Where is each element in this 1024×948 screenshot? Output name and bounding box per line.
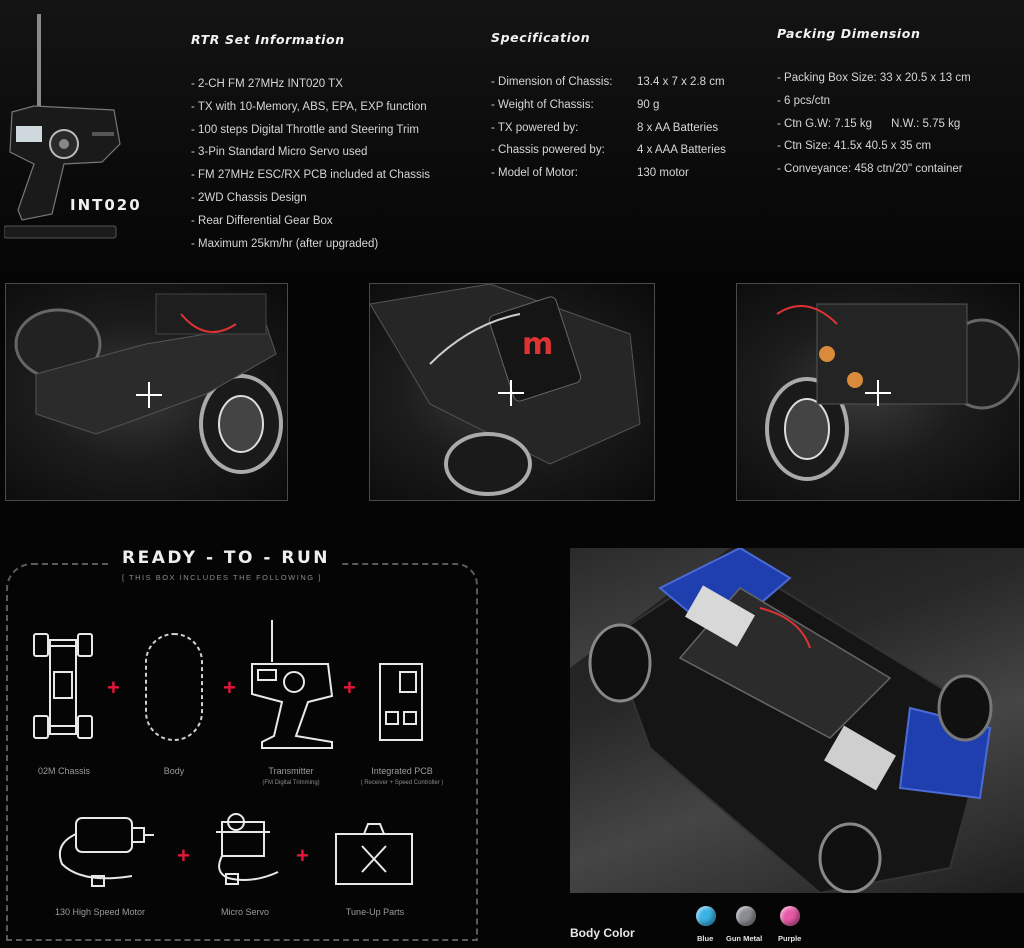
servo-label: Micro Servo [220,907,269,917]
packing-title: Packing Dimension [777,26,921,41]
list-item: - FM 27MHz ESC/RX PCB included at Chassi… [191,169,431,182]
rtr-set-information: RTR Set Information - 2-CH FM 27MHz INT0… [191,32,430,255]
color-label-purple: Purple [778,934,802,943]
zoom-cross-icon [865,380,891,406]
list-item: - 2-CH FM 27MHz INT020 TX [191,78,343,90]
transmitter-sublabel: (FM Digital Trimming) [262,780,320,786]
chassis-label: 02M Chassis [37,766,91,776]
spec-key: - Dimension of Chassis: [491,76,613,88]
transmitter-outline-icon [248,618,334,750]
packing-row: - Ctn G.W: 7.15 kg N.W.: 5.75 kg [777,117,961,130]
pcb-label: Integrated PCB [371,766,433,776]
transmitter-image [4,14,124,244]
spec-value: 90 g [637,98,660,111]
packing-row: - Ctn Size: 41.5x 40.5 x 35 cm [777,140,932,153]
list-item: - TX with 10-Memory, ABS, EPA, EXP funct… [191,100,427,113]
plus-icon: + [343,675,356,700]
packing-row: - Conveyance: 458 ctn/20" container [777,163,963,176]
transmitter-brand: INT020 [70,196,142,214]
plus-icon: + [177,843,190,868]
chassis-photo-detail: m [369,283,655,501]
list-item: - 3-Pin Standard Micro Servo used [191,146,368,159]
body-label: Body [163,766,185,776]
color-label-gun-metal: Gun Metal [726,934,763,943]
plus-icon: + [296,843,309,868]
spec-row: - Model of Motor: 130 motor [491,162,726,185]
spec-row: - Dimension of Chassis: 13.4 x 7 x 2.8 cm [491,71,726,94]
spec-value: 130 motor [637,167,689,180]
motor-label: 130 High Speed Motor [54,907,146,917]
zoom-cross-icon [498,380,524,406]
packing-row: - Packing Box Size: 33 x 20.5 x 13 cm [777,72,971,84]
pcb-outline-icon [378,662,424,742]
color-swatch-purple[interactable] [780,906,800,926]
specification-title: Specification [491,30,591,45]
transmitter-label: Transmitter [268,766,314,776]
spec-value: 8 x AA Batteries [637,121,719,134]
color-swatch-blue[interactable] [696,906,716,926]
chassis-front-illustration [14,293,283,474]
spec-value: 13.4 x 7 x 2.8 cm [637,76,725,88]
chassis-outline-icon [32,632,94,742]
rtr-info-title: RTR Set Information [191,32,345,47]
chassis-hero-illustration [570,548,1024,893]
ready-to-run-subtitle: [ THIS BOX INCLUDES THE FOLLOWING ] [122,573,322,582]
pcb-sublabel: ( Receiver + Speed Controller ) [360,780,444,786]
body-outline-icon [144,632,204,742]
rtr-info-list: - 2-CH FM 27MHz INT020 TX - TX with 10-M… [191,73,430,255]
ready-to-run-title: READY - TO - RUN [112,548,340,568]
color-swatch-gun-metal[interactable] [736,906,756,926]
spec-key: - Chassis powered by: [491,144,605,157]
chassis-photo-rear [736,283,1020,501]
header-band [0,0,1024,270]
motor-outline-icon [52,814,156,890]
spec-key: - Model of Motor: [491,167,578,180]
list-item: - Rear Differential Gear Box [191,214,333,227]
chassis-hero-photo [570,548,1024,893]
packing-dimension: Packing Dimension - Packing Box Size: 33… [777,26,971,181]
list-item: - 2WD Chassis Design [191,191,307,204]
spec-value: 4 x AAA Batteries [637,144,726,157]
tuneup-label: Tune-Up Parts [345,907,405,917]
spec-row: - Chassis powered by: 4 x AAA Batteries [491,139,726,162]
servo-outline-icon [212,812,282,890]
list-item: - 100 steps Digital Throttle and Steerin… [191,123,419,136]
specification: Specification - Dimension of Chassis: 13.… [491,30,726,185]
zoom-cross-icon [136,382,162,408]
chassis-photo-front [5,283,288,501]
list-item: - Maximum 25km/hr (after upgraded) [191,237,379,250]
spec-row: - TX powered by: 8 x AA Batteries [491,117,726,140]
plus-icon: + [107,675,120,700]
spec-key: - Weight of Chassis: [491,98,594,111]
chassis-detail-illustration: m [370,284,641,496]
color-label-blue: Blue [697,934,714,943]
body-color-label: Body Color [570,926,635,940]
chassis-rear-illustration [765,303,1019,481]
spec-key: - TX powered by: [491,121,579,134]
spec-row: - Weight of Chassis: 90 g [491,94,726,117]
plus-icon: + [223,675,236,700]
svg-text:m: m [522,327,553,362]
packing-row: - 6 pcs/ctn [777,94,831,107]
tuneup-bag-icon [334,822,414,886]
